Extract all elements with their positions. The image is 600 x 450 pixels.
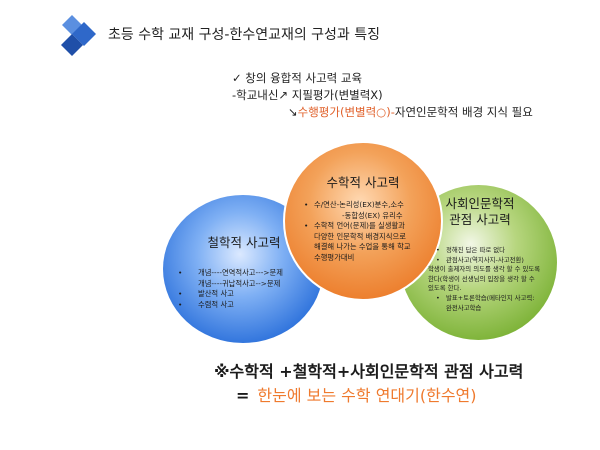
philosophy-circle-list: •개념----연역적사고--->문제 개념----귀납적사고-->문제 •발산적… xyxy=(178,268,318,310)
equals-sign: = xyxy=(236,386,250,405)
down-right-arrow-icon: ↘ xyxy=(288,105,298,119)
list-item: •발산적 사고 xyxy=(178,289,234,298)
humanities-circle-list: •정해진 답은 따로 없다 •관점사고(역지사지-사고전환) 학생이 출제자의 … xyxy=(428,246,548,313)
list-item: 있도록 한다. xyxy=(428,284,462,293)
list-item: 학생이 출제자의 의도를 생각 할 수 있도록 xyxy=(428,265,541,274)
note-rest: 자연인문학적 배경 지식 필요 xyxy=(394,105,533,119)
math-circle xyxy=(283,141,443,301)
list-item: •수/연산-논리성(EX)분수,소수 xyxy=(304,200,404,209)
philosophy-circle-title: 철학적 사고력 xyxy=(207,235,281,250)
humanities-circle-title: 사회인문학적 관점 사고력 xyxy=(440,196,520,228)
humanities-title-line2: 관점 사고력 xyxy=(449,212,511,227)
page-title: 초등 수학 교재 구성-한수연교재의 구성과 특징 xyxy=(108,27,381,43)
list-item: •개념----연역적사고--->문제 xyxy=(178,268,283,277)
math-circle-list: •수/연산-논리성(EX)분수,소수 -동합성(EX) 유리수 •수학적 언어(… xyxy=(304,200,434,263)
note-performance-assessment: ↘수행평가(변별력○)-자연인문학적 배경 지식 필요 xyxy=(288,104,533,120)
summary-formula: ※수학적 +철학적+사회인문학적 관점 사고력 xyxy=(214,362,524,381)
list-item: 다양한 인문학적 배경지식으로 xyxy=(314,231,406,241)
list-item: •수렴적 사고 xyxy=(178,299,234,309)
list-item: 한다(학생이 선생님의 입장을 생각 할 수 xyxy=(428,274,535,283)
humanities-title-line1: 사회인문학적 xyxy=(445,196,515,211)
list-item: •관점사고(역지사지-사고전환) xyxy=(436,255,524,264)
list-item: 완전사고학습 xyxy=(446,303,482,312)
diamond-logo-icon xyxy=(61,15,96,56)
list-item: 해결해 나가는 수업을 통해 학교 xyxy=(314,242,411,251)
note-creative-education: ✓ 창의 융합적 사고력 교육 xyxy=(232,71,363,85)
note-highlight: 수행평가(변별력○)- xyxy=(297,105,395,119)
summary-result-text: 한눈에 보는 수학 연대기(한수연) xyxy=(257,386,477,405)
list-item: -동합성(EX) 유리수 xyxy=(342,210,403,220)
list-item: •수학적 언어(문제)를 실생활과 xyxy=(304,221,405,230)
list-item: •정해진 답은 따로 없다 xyxy=(436,246,506,254)
list-item: 개념----귀납적사고-->문제 xyxy=(198,278,281,288)
math-circle-title: 수학적 사고력 xyxy=(326,175,400,190)
note-written-test: -학교내신↗ 지필평가(변별력X) xyxy=(232,88,383,102)
list-item: •발표+토론학습(메타인지 사고력: xyxy=(436,293,535,302)
list-item: 수행평가대비 xyxy=(314,252,355,262)
summary-result: = 한눈에 보는 수학 연대기(한수연) xyxy=(236,382,477,406)
